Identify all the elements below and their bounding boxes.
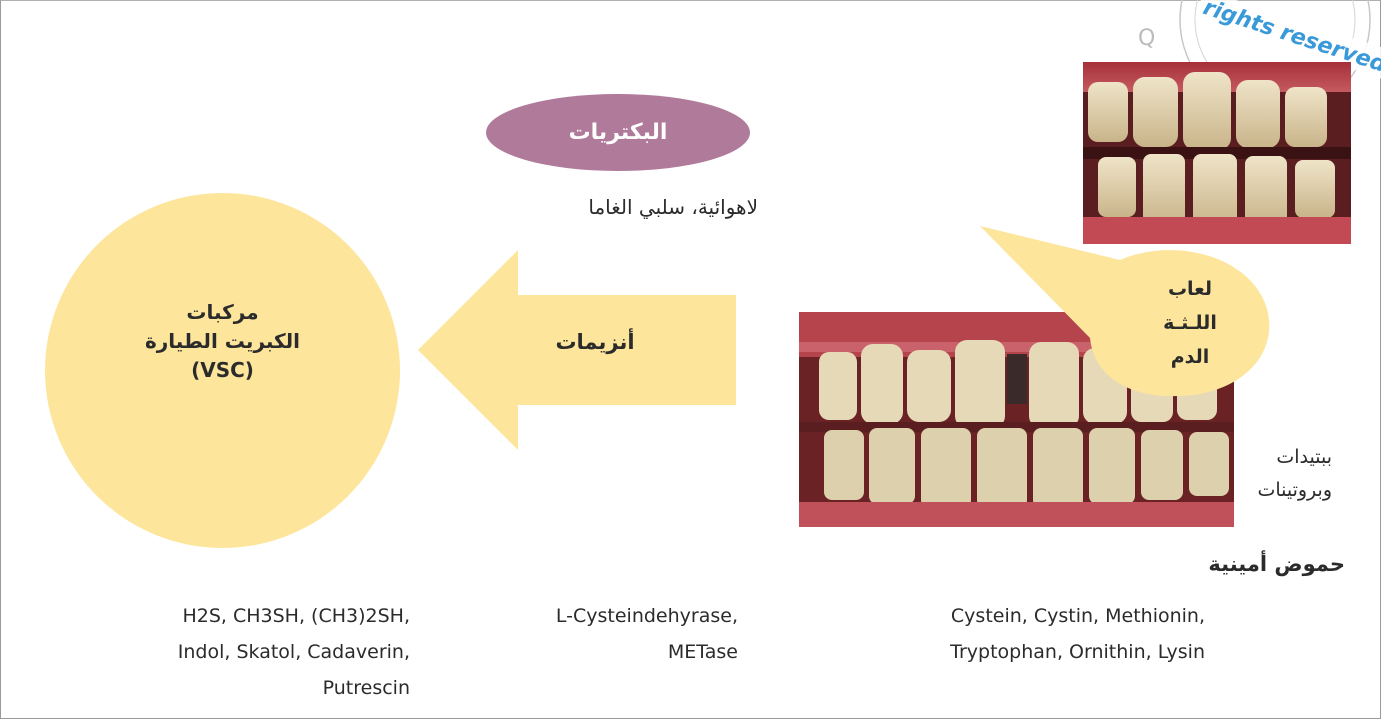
vsc-examples-line-2: Indol, Skatol, Cadaverin,: [90, 634, 410, 670]
vsc-label-line-3: (VSC): [80, 356, 365, 385]
vsc-examples-line-1: H2S, CH3SH, (CH3)2SH,: [90, 598, 410, 634]
peptides-line-1: ببتيدات: [1220, 441, 1332, 474]
amino-acids-line-2: Tryptophan, Ornithin, Lysin: [860, 634, 1205, 670]
amino-acids-line-1: Cystein, Cystin, Methionin,: [860, 598, 1205, 634]
peptides-label: ببتيدات وبروتينات: [1220, 441, 1332, 507]
vsc-list: H2S, CH3SH, (CH3)2SH, Indol, Skatol, Cad…: [90, 598, 410, 706]
amino-acids-title: حموض أمينية: [1100, 552, 1345, 576]
bacteria-node: البكتريات: [486, 94, 750, 171]
vsc-label-line-2: الكبريت الطيارة: [80, 327, 365, 356]
peptides-line-2: وبروتينات: [1220, 474, 1332, 507]
bacteria-description: لاهوائية، سلبي الغاما: [490, 195, 758, 219]
vsc-label-line-1: مركبات: [80, 298, 365, 327]
sources-bubble-label: لعاب اللـثـة الدم: [1130, 272, 1250, 374]
bubble-line-saliva: لعاب: [1130, 272, 1250, 306]
gum-photo: [1083, 62, 1351, 244]
enzymes-label: أنزيمات: [500, 330, 690, 354]
bacteria-label: البكتريات: [569, 120, 668, 145]
amino-acids-list: Cystein, Cystin, Methionin, Tryptophan, …: [860, 598, 1205, 670]
enzymes-line-1: L-Cysteindehyrase,: [480, 598, 738, 634]
bubble-line-blood: الدم: [1130, 340, 1250, 374]
vsc-examples-line-3: Putrescin: [90, 670, 410, 706]
svg-text:Q: Q: [1138, 26, 1155, 51]
vsc-label: مركبات الكبريت الطيارة (VSC): [80, 298, 365, 385]
bubble-line-gums: اللـثـة: [1130, 306, 1250, 340]
enzymes-list: L-Cysteindehyrase, METase: [480, 598, 738, 670]
enzymes-line-2: METase: [480, 634, 738, 670]
